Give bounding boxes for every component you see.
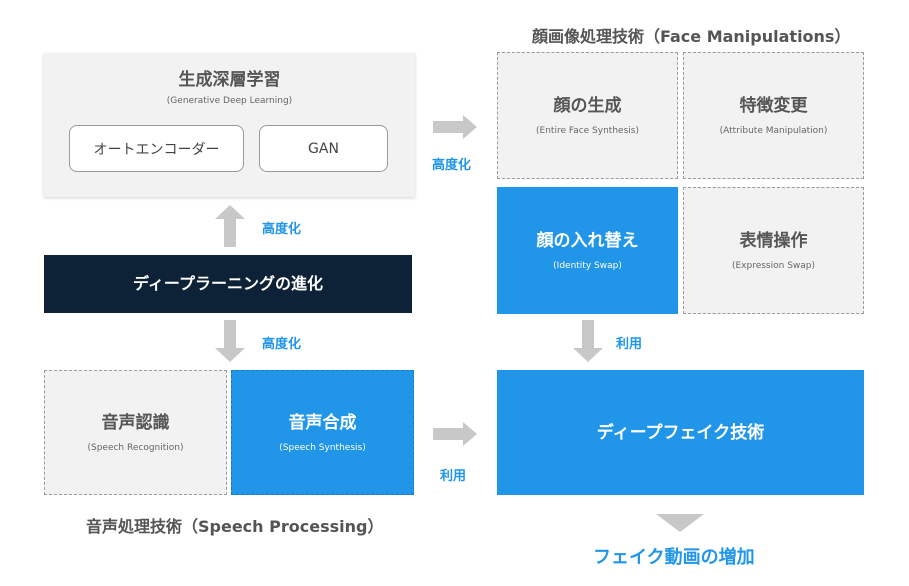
expression-swap-box: 表情操作 (Expression Swap) (683, 187, 864, 314)
fake-video-increase-label: フェイク動画の増加 (593, 547, 755, 568)
identity-swap-title: 顔の入れ替え (536, 230, 639, 251)
face-section-title: 顔画像処理技術（Face Manipulations） (532, 27, 851, 46)
arrow-down-icon (573, 320, 603, 362)
evolution-label: ディープラーニングの進化 (133, 274, 323, 293)
entire-face-subtitle: (Entire Face Synthesis) (536, 125, 639, 136)
gan-pill: GAN (259, 125, 388, 172)
generative-title: 生成深層学習 (178, 70, 281, 90)
deep-learning-evolution-bar: ディープラーニングの進化 (44, 255, 412, 313)
generative-subtitle: (Generative Deep Learning) (166, 96, 293, 106)
entire-face-title: 顔の生成 (553, 95, 622, 116)
deepfake-label: ディープフェイク技術 (596, 422, 765, 443)
entire-face-synthesis-box: 顔の生成 (Entire Face Synthesis) (497, 52, 678, 179)
speech-recognition-title: 音声認識 (101, 412, 170, 433)
advance-label-upper: 高度化 (262, 222, 302, 237)
speech-section-title: 音声処理技術（Speech Processing） (86, 517, 384, 536)
attribute-subtitle: (Attribute Manipulation) (719, 125, 828, 136)
expression-title: 表情操作 (739, 230, 808, 251)
deepfake-technology-box: ディープフェイク技術 (497, 370, 864, 495)
triangle-down-icon (656, 514, 704, 532)
speech-synthesis-box: 音声合成 (Speech Synthesis) (231, 370, 414, 495)
expression-subtitle: (Expression Swap) (731, 260, 816, 271)
speech-recognition-subtitle: (Speech Recognition) (87, 442, 184, 453)
identity-swap-subtitle: (Identity Swap) (553, 260, 622, 271)
speech-synthesis-subtitle: (Speech Synthesis) (279, 442, 366, 453)
arrow-down-icon (215, 320, 245, 362)
identity-swap-box: 顔の入れ替え (Identity Swap) (497, 187, 678, 314)
use-label-speech: 利用 (440, 469, 467, 484)
use-label-face: 利用 (616, 337, 643, 352)
attribute-manipulation-box: 特徴変更 (Attribute Manipulation) (683, 52, 864, 179)
attribute-title: 特徴変更 (739, 95, 808, 116)
speech-synthesis-title: 音声合成 (288, 412, 357, 433)
advance-label-lower: 高度化 (262, 337, 302, 352)
advance-label-right: 高度化 (432, 158, 472, 173)
autoencoder-pill: オートエンコーダー (69, 125, 244, 172)
speech-recognition-box: 音声認識 (Speech Recognition) (44, 370, 227, 495)
arrow-up-icon (215, 205, 245, 247)
arrow-right-icon (433, 115, 477, 139)
arrow-right-icon (433, 422, 477, 446)
